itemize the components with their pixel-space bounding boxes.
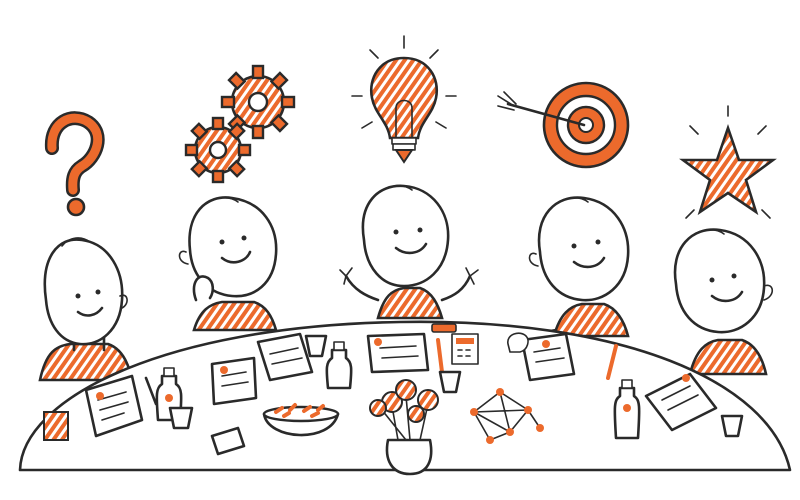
target-arrow-icon bbox=[497, 81, 630, 169]
paper-sheet bbox=[644, 372, 718, 432]
person-5 bbox=[673, 228, 774, 376]
paper-sheet bbox=[84, 374, 144, 438]
person-3 bbox=[339, 184, 479, 320]
water-bottle bbox=[613, 379, 641, 440]
table-items bbox=[43, 323, 744, 476]
person-2 bbox=[178, 196, 278, 332]
network-diagram-sketch bbox=[470, 388, 544, 444]
gears-icon bbox=[184, 64, 296, 184]
person-4 bbox=[524, 196, 630, 352]
pen bbox=[144, 376, 158, 406]
paper-sheet bbox=[520, 332, 576, 382]
cup bbox=[168, 406, 194, 430]
teapot bbox=[507, 332, 529, 353]
star-icon bbox=[679, 105, 777, 219]
paper-sheet bbox=[366, 332, 430, 374]
cup bbox=[438, 370, 462, 394]
paper-sheet bbox=[256, 332, 314, 382]
light-bulb-icon bbox=[351, 35, 457, 164]
cup bbox=[720, 414, 744, 438]
pencil bbox=[436, 338, 444, 374]
calculator bbox=[451, 333, 479, 365]
cup bbox=[304, 334, 328, 358]
snack-box bbox=[210, 426, 246, 456]
paper-sheet bbox=[210, 356, 258, 406]
flower-vase bbox=[369, 379, 439, 476]
question-mark-icon bbox=[44, 111, 105, 217]
calculator bbox=[43, 411, 69, 441]
food-bowl bbox=[262, 403, 340, 437]
water-bottle bbox=[325, 341, 353, 390]
eraser bbox=[431, 323, 457, 333]
pencil bbox=[606, 344, 618, 380]
person-1 bbox=[38, 237, 134, 382]
